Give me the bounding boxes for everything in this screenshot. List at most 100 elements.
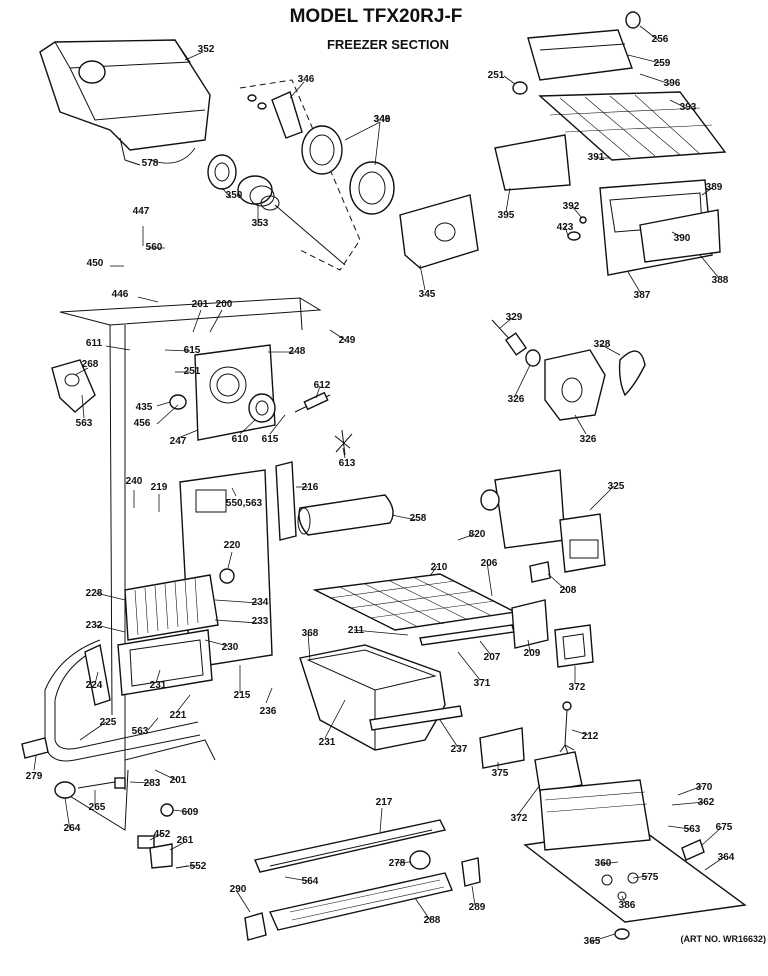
- part-label-28: 219: [151, 482, 168, 493]
- part-label-66: 395: [498, 210, 515, 221]
- end-cap-part: [244, 912, 267, 941]
- part-label-47: 201: [170, 775, 187, 786]
- channel-part: [275, 461, 297, 541]
- grommet-part: [160, 803, 174, 817]
- drain-tube-part: [298, 494, 394, 536]
- part-label-1: 346: [298, 74, 315, 85]
- dispenser-base-part: [523, 779, 747, 923]
- part-label-45: 279: [26, 771, 43, 782]
- part-label-53: 552: [190, 861, 207, 872]
- part-label-48: 265: [89, 802, 106, 813]
- part-label-64: 393: [680, 102, 697, 113]
- part-label-79: 820: [469, 529, 486, 540]
- switch-part: [681, 839, 705, 861]
- heater-tube-part: [44, 639, 201, 762]
- part-label-30: 216: [302, 482, 319, 493]
- part-label-22: 247: [170, 436, 187, 447]
- part-label-38: 224: [86, 680, 103, 691]
- diagram-title: MODEL TFX20RJ-F: [290, 6, 463, 27]
- part-label-57: 290: [230, 884, 247, 895]
- part-label-9: 450: [87, 258, 104, 269]
- part-label-32: 220: [224, 540, 241, 551]
- motor-mount-plate-part: [399, 194, 479, 269]
- part-label-31: 258: [410, 513, 427, 524]
- part-label-101: 386: [619, 900, 636, 911]
- part-label-63: 396: [664, 78, 681, 89]
- auger-cylinders-part: [239, 79, 395, 271]
- part-label-24: 615: [262, 434, 279, 445]
- part-label-92: 375: [492, 768, 509, 779]
- part-label-86: 209: [524, 648, 541, 659]
- part-label-56: 564: [302, 876, 319, 887]
- ice-bin-part: [299, 644, 463, 751]
- damper-assembly-part: [491, 319, 646, 421]
- small-bracket-part: [529, 561, 551, 583]
- roller-part: [409, 850, 431, 870]
- part-label-60: 256: [652, 34, 669, 45]
- part-label-97: 675: [716, 822, 733, 833]
- part-label-4: 350: [226, 190, 243, 201]
- part-label-71: 388: [712, 275, 729, 286]
- part-label-74: 329: [506, 312, 523, 323]
- part-label-96: 563: [684, 824, 701, 835]
- evaporator-coil-part: [124, 574, 219, 641]
- hinge-part: [149, 843, 173, 869]
- clip-part: [21, 737, 49, 759]
- evaporator-cover-part: [194, 344, 276, 441]
- cover-part: [511, 599, 549, 649]
- part-label-39: 231: [150, 680, 167, 691]
- part-label-87: 372: [569, 682, 586, 693]
- part-label-8: 560: [146, 242, 163, 253]
- part-label-69: 389: [706, 182, 723, 193]
- part-label-29: 550,563: [226, 498, 263, 509]
- ice-maker-part: [480, 469, 606, 573]
- part-label-10: 446: [112, 289, 129, 300]
- part-label-26: 613: [339, 458, 356, 469]
- part-label-17: 268: [82, 359, 99, 370]
- part-label-94: 370: [696, 782, 713, 793]
- part-label-52: 261: [177, 835, 194, 846]
- part-label-18: 251: [184, 366, 201, 377]
- part-label-6: 578: [142, 158, 159, 169]
- shelf-bracket-part: [494, 134, 571, 191]
- part-label-37: 230: [222, 642, 239, 653]
- part-label-85: 207: [484, 652, 501, 663]
- part-label-81: 206: [481, 558, 498, 569]
- part-label-3: 349: [374, 114, 391, 125]
- part-label-35: 232: [86, 620, 103, 631]
- part-label-44: 563: [132, 726, 149, 737]
- part-label-41: 215: [234, 690, 251, 701]
- part-label-13: 611: [86, 338, 103, 349]
- part-label-67: 392: [563, 201, 580, 212]
- chute-part: [554, 624, 594, 668]
- part-label-0: 352: [198, 44, 215, 55]
- part-label-72: 387: [634, 290, 651, 301]
- top-shelf-part: [512, 11, 727, 161]
- part-label-7: 447: [133, 206, 150, 217]
- part-label-93: 372: [511, 813, 528, 824]
- part-label-2: 346: [374, 114, 391, 125]
- part-label-27: 240: [126, 476, 143, 487]
- wire-shelf-part: [312, 573, 518, 646]
- part-label-12: 200: [216, 299, 233, 310]
- part-label-46: 283: [144, 778, 161, 789]
- wire-harness-part: [559, 709, 575, 755]
- part-label-95: 362: [698, 797, 715, 808]
- part-label-33: 228: [86, 588, 103, 599]
- lower-cover-part: [479, 727, 525, 769]
- part-label-76: 326: [508, 394, 525, 405]
- part-label-73: 345: [419, 289, 436, 300]
- part-label-83: 368: [302, 628, 319, 639]
- part-label-98: 364: [718, 852, 735, 863]
- part-label-42: 236: [260, 706, 277, 717]
- dispenser-motor-part: [534, 751, 583, 793]
- part-label-65: 391: [588, 152, 605, 163]
- auger-gears-part: [207, 154, 346, 266]
- part-label-23: 610: [232, 434, 249, 445]
- diagram-subtitle: FREEZER SECTION: [327, 37, 449, 52]
- part-label-88: 371: [474, 678, 491, 689]
- part-label-36: 233: [252, 616, 269, 627]
- part-label-43: 225: [100, 717, 117, 728]
- part-label-80: 210: [431, 562, 448, 573]
